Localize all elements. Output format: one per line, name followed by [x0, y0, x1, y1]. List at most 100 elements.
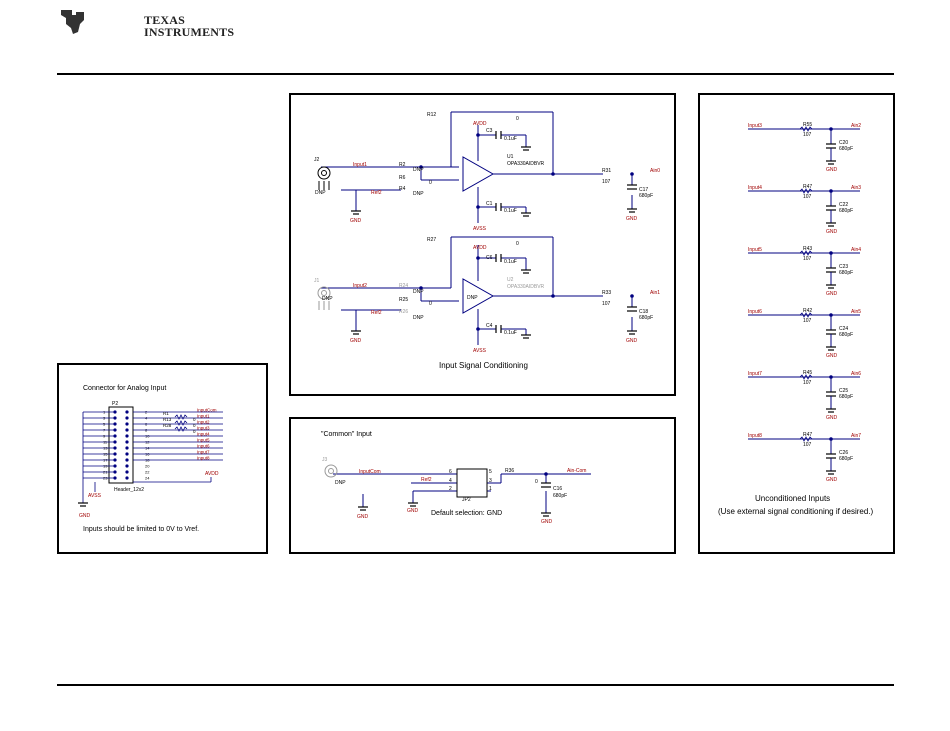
uncond-cap-value: 680pF	[839, 332, 853, 338]
ch2-cap-bottom-value: 0.1uF	[504, 330, 517, 336]
header-pin-dot	[125, 470, 129, 474]
header-pin-dot	[113, 470, 117, 474]
ch2-gnd-a: GND	[350, 338, 362, 344]
ti-logo-text: Texas Instruments	[144, 14, 234, 38]
header-net-label: Input7	[197, 450, 210, 455]
uncond-junction	[829, 127, 833, 131]
ch2-out-resistor-value: 107	[602, 301, 611, 307]
ch1-r6-value: 0	[429, 180, 432, 186]
jumper-jp2-icon	[456, 468, 488, 498]
common-jumper: JP2	[462, 497, 471, 503]
header-pin-dot	[113, 428, 117, 432]
ch1-out-resistor-value: 107	[602, 179, 611, 185]
header-resistor-ref: R28	[163, 423, 172, 428]
header-pin-left: 1	[103, 410, 106, 415]
ch2-cap-top-value: 0.1uF	[504, 259, 517, 265]
ch1-opamp-ref: U1	[507, 154, 514, 160]
uncond-input-net: Input7	[748, 371, 762, 377]
uncond-junction	[829, 189, 833, 193]
header-resistor-value: 0	[193, 429, 196, 434]
ch1-input-net: Input1	[353, 162, 367, 168]
header-pin-dot	[113, 416, 117, 420]
header-net-label: Input2	[197, 420, 210, 425]
uncond-resistor: R43	[803, 246, 812, 252]
ch1-r6: R6	[399, 175, 406, 181]
uncond-input-net: Input6	[748, 309, 762, 315]
uncond-cap: C26	[839, 450, 848, 456]
uncond-cap: C25	[839, 388, 848, 394]
uncond-resistor-icon	[799, 126, 813, 132]
header-net-label: Input5	[197, 438, 210, 443]
ch1-cap-top: C3	[486, 128, 493, 134]
connector-j2-icon	[317, 166, 331, 190]
header-pin-dot	[125, 416, 129, 420]
ti-logo: Texas Instruments	[58, 6, 234, 38]
uncond-resistor-icon	[799, 374, 813, 380]
ch2-out-resistor: R33	[602, 290, 611, 296]
jp2-pin-6: 6	[449, 469, 452, 475]
common-gnd-c: GND	[541, 519, 553, 525]
uncond-out-net: Ain3	[851, 185, 861, 191]
uncond-junction	[829, 313, 833, 317]
header-rule	[57, 73, 894, 75]
header-pin-dot	[125, 410, 129, 414]
uncond-resistor: R55	[803, 122, 812, 128]
signal-conditioning-panel: R12 0 AVDD C3 0.1uF U1 OPA330AIDBVR Inpu…	[289, 93, 676, 396]
logo-line2: Instruments	[144, 25, 235, 39]
uncond-resistor: R45	[803, 370, 812, 376]
header-pin-dot	[125, 428, 129, 432]
uncond-junction	[829, 437, 833, 441]
header-pin-left: 11	[103, 440, 108, 445]
connector-panel: Connector for Analog Input P2 Header_12x…	[57, 363, 268, 554]
uncond-out-net: Ain4	[851, 247, 861, 253]
common-caption: Default selection: GND	[431, 510, 502, 517]
ch2-cap-top: C6	[486, 255, 493, 261]
ch1-opamp-part: OPA330AIDBVR	[507, 161, 545, 167]
jp2-pin-4: 4	[449, 478, 452, 484]
ch2-input-net: Input2	[353, 283, 367, 289]
ch2-dnp-opamp: DNP	[467, 295, 478, 301]
uncond-gnd: GND	[826, 167, 838, 173]
ch2-out-cap-value: 680pF	[639, 315, 653, 321]
signal-caption: Input Signal Conditioning	[439, 361, 528, 370]
header-pin-dot	[125, 452, 129, 456]
connector-j3-icon	[324, 464, 338, 478]
ch1-cap-bottom-value: 0.1uF	[504, 208, 517, 214]
header-net-label: InputCom	[197, 408, 217, 413]
uncond-junction	[829, 251, 833, 255]
uncond-cap: C24	[839, 326, 848, 332]
header-pin-left: 7	[103, 428, 106, 433]
ch2-avss: AVSS	[473, 348, 487, 354]
uncond-input-net: Input4	[748, 185, 762, 191]
ch2-feedback-value: 0	[516, 241, 519, 247]
uncond-input-net: Input8	[748, 433, 762, 439]
uncond-gnd: GND	[826, 229, 838, 235]
uncond-cap: C20	[839, 140, 848, 146]
ch2-opamp-ref: U2	[507, 277, 514, 283]
ch2-cap-bottom: C4	[486, 323, 493, 329]
ch2-connector-sub: DNP	[322, 296, 333, 302]
uncond-cap: C22	[839, 202, 848, 208]
ch2-r25-value: 0	[429, 301, 432, 307]
ch1-ref-net: Ref2	[371, 190, 382, 196]
common-cap: C16	[553, 486, 562, 492]
common-title: "Common" Input	[321, 431, 372, 438]
header-pin-left: 21	[103, 470, 108, 475]
header-pin-right: 22	[145, 470, 150, 475]
ch2-out-cap: C18	[639, 309, 648, 315]
signal-conditioning-schematic: R12 0 AVDD C3 0.1uF U1 OPA330AIDBVR Inpu…	[314, 111, 660, 370]
ch1-connector: J2	[314, 157, 320, 163]
header-resistor-ref: R1	[163, 411, 169, 416]
header-pin-dot	[113, 464, 117, 468]
header-pin-dot	[113, 458, 117, 462]
header-net-label: Input8	[197, 456, 210, 461]
uncond-resistor-value: 107	[803, 318, 812, 324]
ch2-gnd-b: GND	[626, 338, 638, 344]
header-p2-icon	[108, 406, 134, 484]
unconditioned-caption-1: Unconditioned Inputs	[755, 494, 830, 503]
uncond-gnd: GND	[826, 477, 838, 483]
ch2-r25: R25	[399, 297, 408, 303]
header-resistor-value: 0	[193, 417, 196, 422]
uncond-cap-value: 680pF	[839, 456, 853, 462]
ch2-opamp-part: OPA330AIDBVR	[507, 284, 545, 290]
